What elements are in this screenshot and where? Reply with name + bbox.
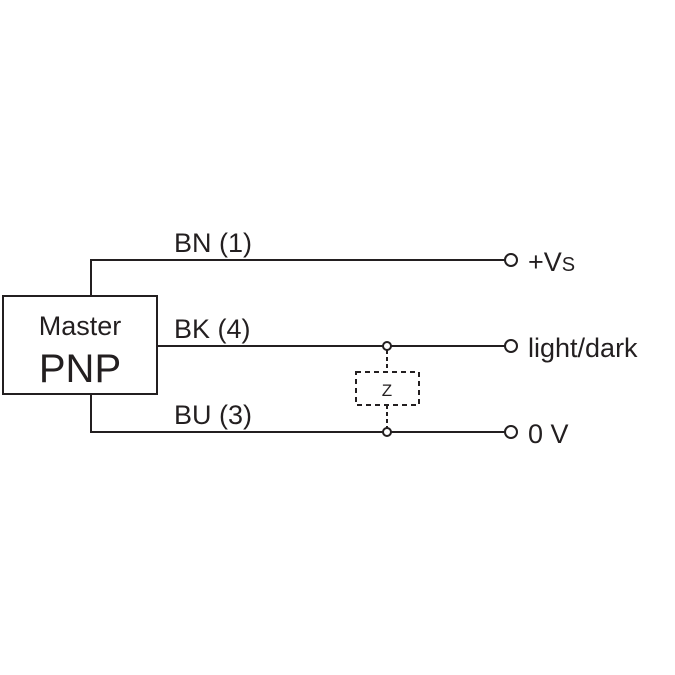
junction-bu bbox=[382, 427, 392, 437]
terminal-label-0v: 0 V bbox=[528, 419, 569, 449]
load-box bbox=[355, 371, 420, 406]
wire-bn bbox=[90, 259, 505, 296]
wire-label-bu: BU (3) bbox=[174, 400, 252, 430]
device-label-pnp: PNP bbox=[39, 347, 121, 391]
terminal-vs bbox=[504, 253, 518, 267]
wire-bu bbox=[90, 394, 505, 433]
terminal-label-light-dark: light/dark bbox=[528, 333, 638, 363]
terminal-light-dark bbox=[504, 339, 518, 353]
wire-label-bn: BN (1) bbox=[174, 228, 252, 258]
wire-label-bk: BK (4) bbox=[174, 314, 251, 344]
device-label-master: Master bbox=[39, 311, 122, 341]
terminal-label-vs: +VS bbox=[528, 247, 575, 277]
load-label: Z bbox=[382, 381, 392, 400]
junction-bk bbox=[382, 341, 392, 351]
terminal-0v bbox=[504, 425, 518, 439]
